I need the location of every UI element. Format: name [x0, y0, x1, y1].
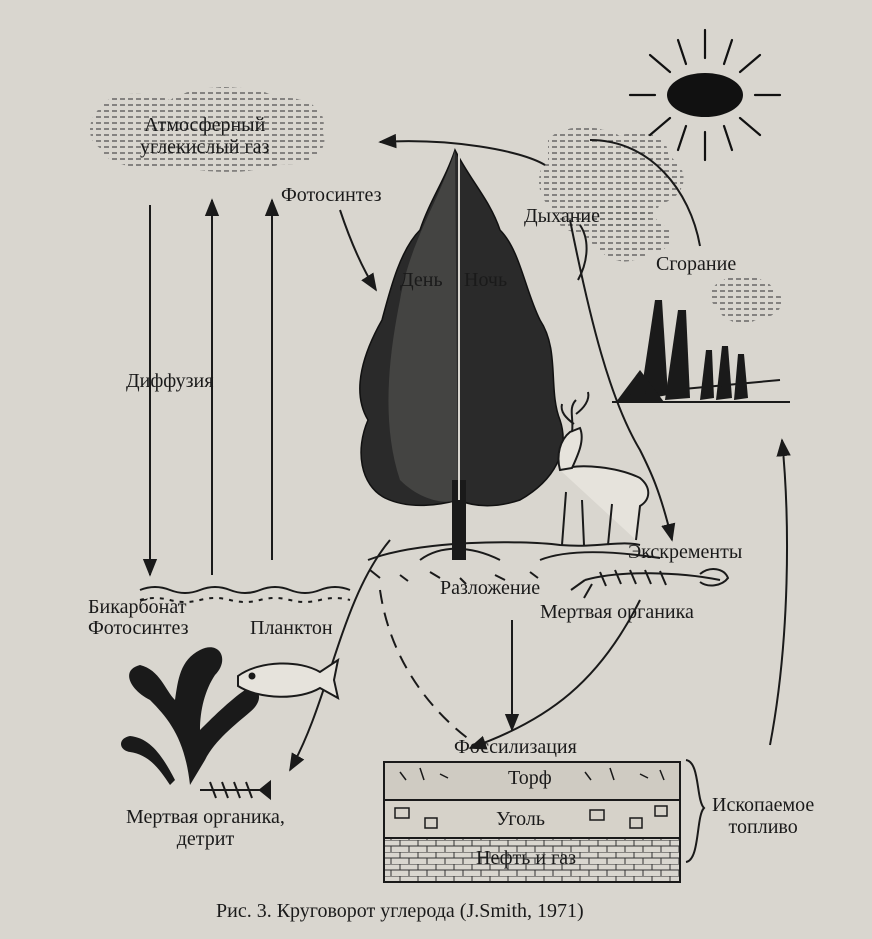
- dead-organics-label: Мертвая органика: [540, 601, 694, 623]
- excrement-label: Экскременты: [628, 541, 742, 563]
- fossilization-label: Фоссилизация: [454, 736, 577, 758]
- skeleton-icon: [200, 782, 270, 798]
- fossilization-dashed: [380, 590, 470, 740]
- fossil-fuel-line-2: топливо: [712, 816, 814, 838]
- detritus-line-1: Мертвая органика,: [126, 806, 285, 828]
- atmospheric-co2-label: Атмосферный углекислый газ: [140, 114, 269, 159]
- atmospheric-co2-line-1: Атмосферный: [140, 114, 269, 136]
- oil-gas-label: Нефть и газ: [476, 847, 576, 869]
- fossil-fuel-label: Ископаемое топливо: [712, 794, 814, 839]
- detritus-line-2: детрит: [126, 828, 285, 850]
- fossil-fuel-line-1: Ископаемое: [712, 794, 814, 816]
- diffusion-label: Диффузия: [126, 370, 213, 392]
- photosynthesis-water-label: Фотосинтез: [88, 617, 189, 639]
- day-label: День: [400, 269, 443, 291]
- plankton-label: Планктон: [250, 617, 333, 639]
- photosynthesis-land-label: Фотосинтез: [281, 184, 382, 206]
- combustion-label: Сгорание: [656, 253, 736, 275]
- animal-skeleton-icon: [571, 569, 728, 598]
- atmospheric-co2-line-2: углекислый газ: [140, 136, 269, 158]
- fossil-fuel-bracket: [686, 760, 704, 862]
- dead-organics-detritus-label: Мертвая органика, детрит: [126, 806, 285, 851]
- figure-caption: Рис. 3. Круговорот углерода (J.Smith, 19…: [216, 900, 584, 922]
- night-label: Ночь: [464, 269, 507, 291]
- photosynthesis-arrow: [340, 210, 376, 290]
- bicarbonate-label: Бикарбонат: [88, 596, 186, 618]
- peat-label: Торф: [508, 767, 552, 789]
- respiration-label: Дыхание: [524, 205, 600, 227]
- decomposition-label: Разложение: [440, 577, 540, 599]
- seaweed-icon: [121, 647, 259, 785]
- coal-label: Уголь: [496, 808, 545, 830]
